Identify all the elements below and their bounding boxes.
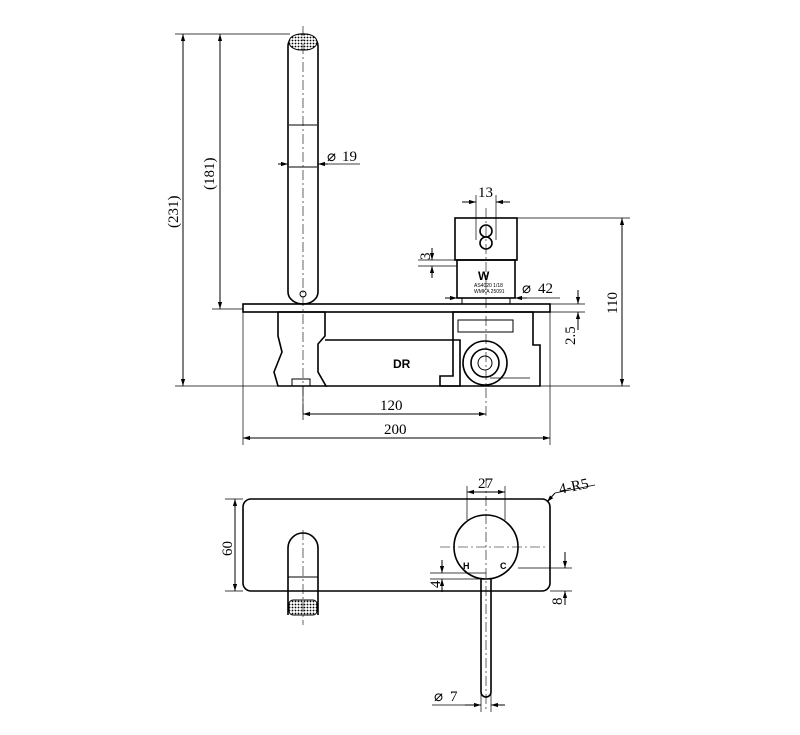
dim-offset-3: 3 — [418, 253, 434, 261]
dim-overall-height: (231) — [166, 196, 182, 229]
dim-plate-height: 60 — [220, 541, 236, 556]
dim-handle-diameter-symbol: ⌀ — [522, 281, 531, 297]
front-view: H C 27 4-R5 60 4 — [220, 476, 596, 712]
front-dimensions: 27 4-R5 60 4 8 — [220, 476, 596, 712]
cert-line-1: AS4020 1/18 — [474, 283, 503, 289]
hot-label: H — [463, 561, 470, 571]
dim-lever-diameter-symbol: ⌀ — [434, 689, 443, 705]
handle-side: W AS4020 1/18 WMKA 25091 — [454, 208, 518, 418]
spout-front — [287, 530, 319, 625]
dim-handle-27: 27 — [478, 476, 494, 492]
side-dimensions: (231) (181) ⌀ 19 13 3 — [166, 33, 630, 445]
dim-width-200: 200 — [384, 422, 407, 438]
dim-offset-8: 8 — [550, 598, 566, 606]
side-view: DR W AS4020 1/18 WMKA 25091 (231) — [166, 26, 630, 445]
dim-height-110: 110 — [605, 292, 621, 314]
dim-spout-diameter-symbol: ⌀ — [327, 149, 336, 165]
cold-label: C — [500, 561, 507, 571]
wall-plate-front — [242, 498, 551, 592]
dim-corner-radius: 4-R5 — [558, 476, 591, 498]
dim-offset-4: 4 — [428, 580, 444, 588]
dim-spout-height: (181) — [202, 158, 218, 191]
dim-lever-diameter: 7 — [450, 689, 458, 705]
spout — [287, 26, 319, 415]
mixer-body: DR — [273, 311, 541, 387]
dim-spout-diameter: 19 — [342, 149, 357, 165]
certification-watermark-icon: W AS4020 1/18 WMKA 25091 — [474, 269, 505, 295]
dim-handle-width: 13 — [478, 185, 493, 201]
watermark-letter: W — [478, 269, 490, 283]
dim-plate-thickness: 2.5 — [563, 326, 579, 345]
body-mark: DR — [393, 357, 411, 371]
mixer-handle-front: H C — [440, 478, 545, 710]
wall-plate-side — [242, 303, 551, 313]
dim-spacing-120: 120 — [380, 398, 403, 414]
dim-handle-diameter: 42 — [538, 281, 553, 297]
cert-line-2: WMKA 25091 — [474, 289, 505, 295]
